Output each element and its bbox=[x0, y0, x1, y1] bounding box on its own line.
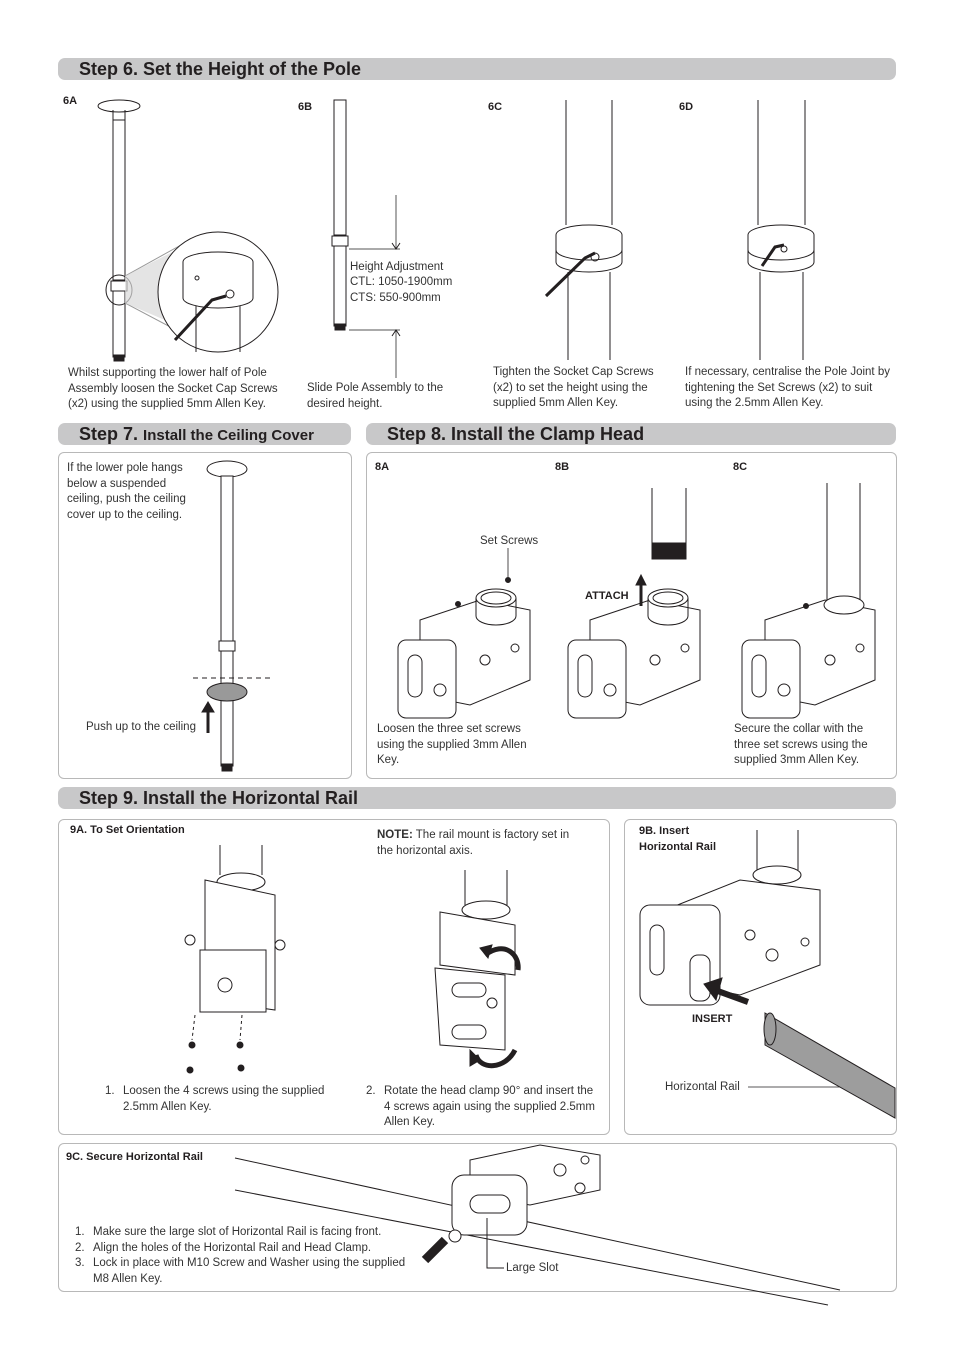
step9c-1-num: 1. bbox=[75, 1226, 85, 1238]
step9-header: Step 9. Install the Horizontal Rail bbox=[58, 787, 896, 809]
step8-title: Step 8. Install the Clamp Head bbox=[387, 424, 645, 444]
note-block: NOTE: The rail mount is factory set in t… bbox=[377, 828, 587, 859]
label-6d: 6D bbox=[679, 101, 694, 113]
caption-6b: Slide Pole Assembly to the desired heigh… bbox=[307, 382, 444, 410]
label-6c: 6C bbox=[488, 101, 503, 113]
step9a-instruction-2: 2. Rotate the head clamp 90° and insert t… bbox=[366, 1084, 596, 1131]
step7-title-main: Step 7. bbox=[79, 424, 139, 444]
insert-label: INSERT bbox=[692, 1013, 733, 1025]
label-6a: 6A bbox=[63, 95, 78, 107]
clamp-head-8a bbox=[397, 548, 531, 719]
clamp-head-8b bbox=[567, 488, 701, 719]
step7-caption: If the lower pole hangs below a suspende… bbox=[67, 462, 186, 521]
step9c-item-2: 2. Align the holes of the Horizontal Rail… bbox=[75, 1241, 410, 1257]
caption-6a: Whilst supporting the lower half of Pole… bbox=[68, 367, 278, 410]
ctl-range: CTL: 1050-1900mm bbox=[350, 276, 453, 288]
cts-range: CTS: 550-900mm bbox=[350, 292, 441, 304]
pole-6d-illustration bbox=[747, 100, 815, 360]
large-slot-label: Large Slot bbox=[506, 1262, 559, 1274]
step9a-1-text: Loosen the 4 screws using the supplied 2… bbox=[123, 1085, 325, 1113]
height-adjustment-label: Height Adjustment bbox=[350, 261, 444, 273]
attach-label: ATTACH bbox=[585, 590, 629, 602]
caption-6d: If necessary, centralise the Pole Joint … bbox=[685, 366, 890, 409]
pole-6c-illustration bbox=[544, 100, 623, 360]
label-9b: 9B. Insert Horizontal Rail bbox=[639, 825, 717, 853]
step9a-instruction-1: 1. Loosen the 4 screws using the supplied… bbox=[105, 1084, 337, 1115]
step8-header: Step 8. Install the Clamp Head bbox=[366, 423, 896, 445]
pole-6a-illustration bbox=[97, 99, 279, 362]
step9c-item-3: 3. Lock in place with M10 Screw and Washe… bbox=[75, 1256, 410, 1287]
label-9c: 9C. Secure Horizontal Rail bbox=[66, 1151, 203, 1163]
step7-header: Step 7. Install the Ceiling Cover bbox=[58, 423, 351, 445]
caption-6c: Tighten the Socket Cap Screws (x2) to se… bbox=[493, 366, 654, 409]
note-text: The rail mount is factory set in the hor… bbox=[377, 829, 570, 857]
label-8b: 8B bbox=[555, 461, 570, 473]
step8c-caption: Secure the collar with the three set scr… bbox=[734, 723, 868, 766]
step9c-item-1: 1. Make sure the large slot of Horizontal… bbox=[75, 1225, 410, 1241]
step9-title: Step 9. Install the Horizontal Rail bbox=[79, 788, 359, 808]
step7-title-sub: Install the Ceiling Cover bbox=[143, 427, 314, 444]
clamp-head-8c bbox=[741, 483, 876, 719]
label-6b: 6B bbox=[298, 101, 313, 113]
step6-header: Step 6. Set the Height of the Pole bbox=[58, 58, 896, 80]
step9a-2-num: 2. bbox=[366, 1085, 376, 1097]
clamp-orientation-1 bbox=[184, 845, 286, 1074]
label-8c: 8C bbox=[733, 461, 748, 473]
label-9a: 9A. To Set Orientation bbox=[70, 824, 185, 836]
step7-panel bbox=[58, 452, 352, 779]
step9c-instructions: 1. Make sure the large slot of Horizontal… bbox=[75, 1225, 410, 1287]
note-label: NOTE: bbox=[377, 829, 413, 841]
horizontal-rail-label: Horizontal Rail bbox=[665, 1081, 740, 1093]
clamp-orientation-2 bbox=[434, 870, 521, 1069]
step9a-1-num: 1. bbox=[105, 1085, 115, 1097]
step9c-3-num: 3. bbox=[75, 1257, 85, 1269]
step7-title: Step 7. Install the Ceiling Cover bbox=[79, 424, 314, 445]
step9a-2-text: Rotate the head clamp 90° and insert the… bbox=[384, 1085, 595, 1128]
step6-title: Step 6. Set the Height of the Pole bbox=[79, 59, 362, 79]
step9a-panel bbox=[58, 819, 610, 1135]
push-up-label: Push up to the ceiling bbox=[86, 721, 196, 733]
step9c-1-text: Make sure the large slot of Horizontal R… bbox=[93, 1226, 382, 1238]
step8a-caption: Loosen the three set screws using the su… bbox=[377, 723, 527, 766]
label-8a: 8A bbox=[375, 461, 390, 473]
step9c-2-text: Align the holes of the Horizontal Rail a… bbox=[93, 1241, 372, 1254]
step9c-2-num: 2. bbox=[75, 1241, 85, 1254]
set-screws-label: Set Screws bbox=[480, 535, 539, 547]
pole-6b-illustration bbox=[331, 99, 401, 378]
step9c-3-text: Lock in place with M10 Screw and Washer … bbox=[93, 1257, 406, 1285]
